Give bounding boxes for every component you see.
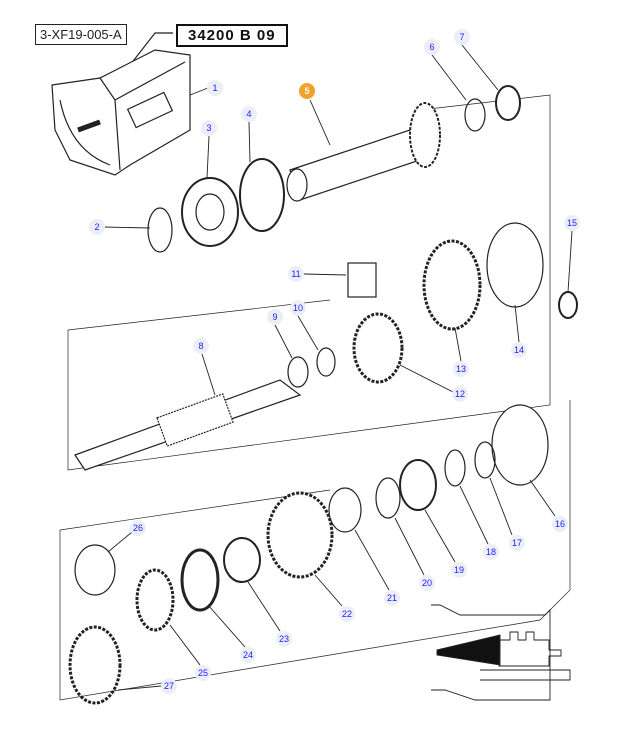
bearing-7 xyxy=(495,85,521,121)
callout-7[interactable]: 7 xyxy=(454,29,470,45)
gear-22 xyxy=(266,491,334,579)
ring-10 xyxy=(316,347,336,377)
plate-16 xyxy=(491,404,549,486)
mainshaft xyxy=(74,379,302,471)
callout-11[interactable]: 11 xyxy=(288,266,304,282)
gear-12 xyxy=(352,312,404,384)
callout-15[interactable]: 15 xyxy=(564,215,580,231)
circlip-2 xyxy=(147,207,173,253)
bush-21 xyxy=(328,487,362,533)
callout-14[interactable]: 14 xyxy=(511,342,527,358)
gearbox-housing-illustration xyxy=(51,49,191,176)
bearing-19 xyxy=(399,459,437,511)
bearing-23 xyxy=(223,537,261,583)
callout-9[interactable]: 9 xyxy=(267,309,283,325)
input-shaft xyxy=(286,102,441,202)
callout-12[interactable]: 12 xyxy=(452,386,468,402)
bearing-3 xyxy=(181,177,239,247)
ring-4 xyxy=(239,158,285,232)
ring-6 xyxy=(464,98,486,132)
callout-5[interactable]: 5 xyxy=(299,83,315,99)
leader-lines xyxy=(103,44,573,691)
callout-1[interactable]: 1 xyxy=(207,80,223,96)
callout-4[interactable]: 4 xyxy=(241,106,257,122)
callout-25[interactable]: 25 xyxy=(195,665,211,681)
gear-13 xyxy=(422,239,482,331)
ring-18 xyxy=(444,449,466,487)
ring-17 xyxy=(474,441,496,479)
callout-6[interactable]: 6 xyxy=(424,39,440,55)
callout-26[interactable]: 26 xyxy=(130,520,146,536)
sleeve-24 xyxy=(180,548,220,612)
callout-13[interactable]: 13 xyxy=(453,361,469,377)
bush-11 xyxy=(347,262,377,298)
callout-16[interactable]: 16 xyxy=(552,516,568,532)
callout-24[interactable]: 24 xyxy=(240,647,256,663)
callout-27[interactable]: 27 xyxy=(161,678,177,694)
callout-22[interactable]: 22 xyxy=(339,606,355,622)
callout-23[interactable]: 23 xyxy=(276,631,292,647)
gear-27 xyxy=(68,625,122,705)
washer-9 xyxy=(287,356,309,388)
callout-20[interactable]: 20 xyxy=(419,575,435,591)
location-inset xyxy=(431,604,571,701)
callout-18[interactable]: 18 xyxy=(483,544,499,560)
callout-8[interactable]: 8 xyxy=(193,338,209,354)
gear-25 xyxy=(135,568,175,632)
callout-10[interactable]: 10 xyxy=(290,300,306,316)
callout-19[interactable]: 19 xyxy=(451,562,467,578)
group-code: 34200 B 09 xyxy=(176,24,288,47)
bearing-15 xyxy=(558,291,578,319)
callout-3[interactable]: 3 xyxy=(201,120,217,136)
callout-17[interactable]: 17 xyxy=(509,535,525,551)
plate-14 xyxy=(486,222,544,308)
ring-20 xyxy=(375,477,401,519)
collar-26 xyxy=(74,544,116,596)
reference-code: 3-XF19-005-A xyxy=(35,24,127,45)
callout-2[interactable]: 2 xyxy=(89,219,105,235)
callout-21[interactable]: 21 xyxy=(384,590,400,606)
